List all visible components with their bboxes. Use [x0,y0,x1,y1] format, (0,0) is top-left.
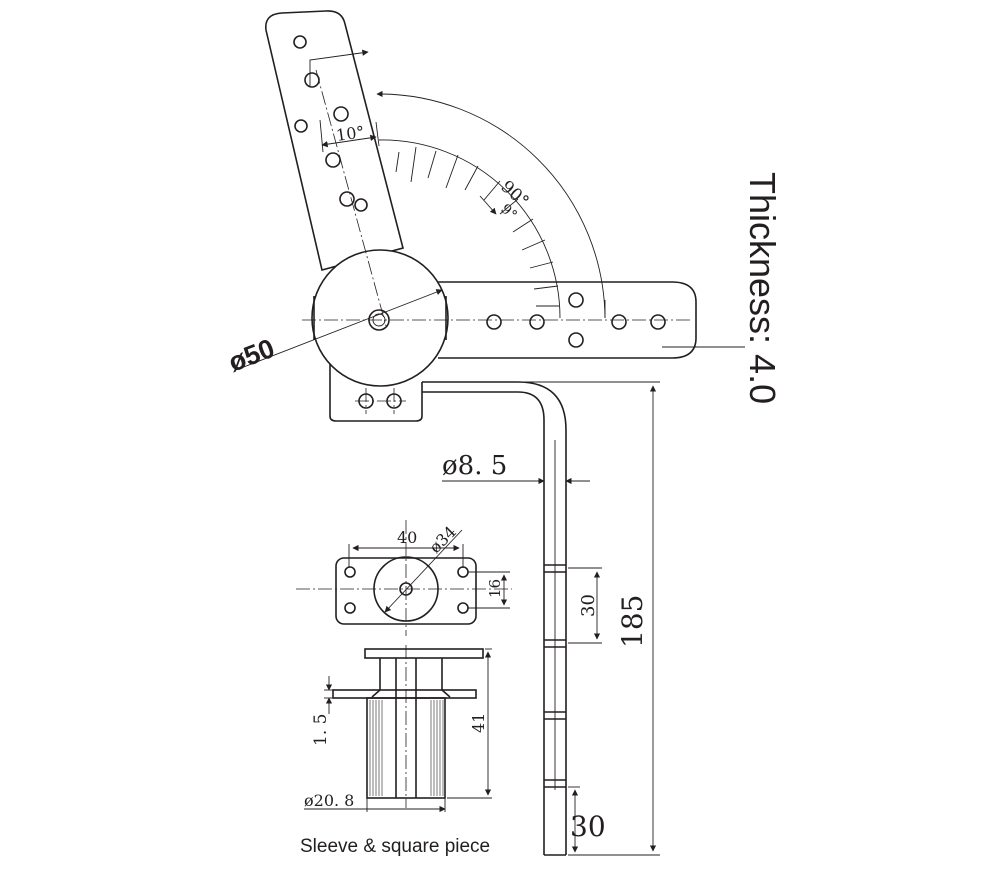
hub-circle [311,249,449,387]
rod-segments [544,564,566,788]
angle-9-arrow [479,195,497,215]
dia-20-8-label: ø20. 8 [304,791,354,810]
arm-hole [486,314,502,330]
dia-34-leader [384,529,463,613]
arm-hole [293,35,307,49]
arm-hole [611,314,627,330]
angle-tick-marks [395,146,559,307]
sweep-arc-inner [378,139,561,319]
arm-hole [325,152,341,168]
arm-hole [294,119,308,133]
dia-34-label: ø34 [425,522,460,557]
support-rod: ø8. 5 30 185 30 [422,381,660,856]
sleeve-caption: Sleeve & square piece [300,836,490,857]
arm-hole [650,314,666,330]
hinge-assembly: ø50 90° 9° 10° [224,10,783,422]
dia-50-label: ø50 [224,333,278,378]
angle-10-ext [375,121,380,147]
t-1-5-label: 1. 5 [311,714,331,746]
h-16-label: 16 [486,579,504,598]
width-40-label: 40 [397,528,417,547]
sleeve-top-flange [364,648,484,659]
angle-9-label: 9° [497,201,520,224]
square-piece-plan: 40 ø34 16 [296,520,512,636]
seg-30-label: 30 [578,594,599,617]
arm-hole [333,106,349,122]
h-41-label: 41 [469,713,488,733]
mounting-tab [329,362,423,422]
horizontal-arm [438,281,697,359]
dia-50-leader [235,289,443,371]
arm-hole [354,198,368,212]
arm-hole [568,332,584,348]
sleeve-hatching [369,700,444,796]
sleeve-square-flange [332,689,477,699]
thickness-label: Thickness: 4.0 [742,172,783,404]
square-plate [335,557,477,625]
centerline-tilted [315,69,387,327]
rod-bend-inner [422,391,545,855]
arm-hole [529,314,545,330]
plate-hole [457,602,469,614]
rotation-arrow [309,49,369,86]
bottom-30-label: 30 [570,810,606,843]
dia-8-5-label: ø8. 5 [442,451,507,481]
angle-10-label: 10° [335,122,366,145]
sleeve-shoulder [371,658,451,698]
plate-hole [344,602,356,614]
sweep-arc-outer [376,90,606,319]
angle-10-ext [319,119,324,153]
arm-hole [304,72,320,88]
arm-hole [568,292,584,308]
plate-hole [457,566,469,578]
sleeve-section: 1. 5 41 ø20. 8 Sleeve & square piece [300,645,492,857]
arm-hole [339,191,355,207]
len-185-label: 185 [616,595,649,648]
angle-10-dim-line [321,134,377,148]
plate-hole [344,566,356,578]
tilted-arm [265,10,404,271]
